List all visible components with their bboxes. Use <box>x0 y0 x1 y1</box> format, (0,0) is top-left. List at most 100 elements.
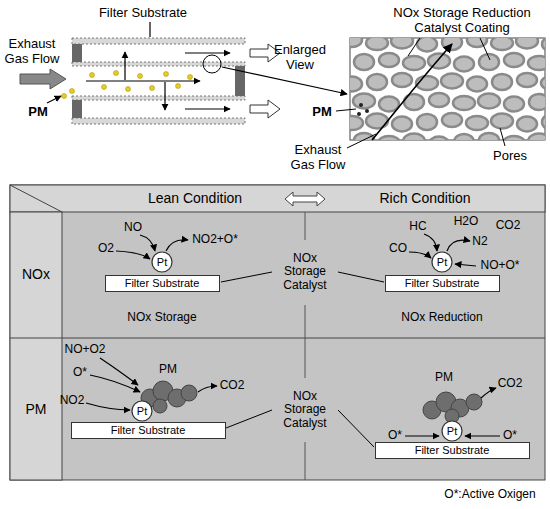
reaction-arrow <box>100 358 138 385</box>
label-text: O* <box>73 366 87 379</box>
catalyst-grain <box>467 77 487 92</box>
filter-wall <box>72 62 245 66</box>
inlet-arrow <box>20 69 66 89</box>
catalyst-grain <box>516 38 538 49</box>
table-header <box>10 185 545 212</box>
catalyst-grain <box>350 38 362 47</box>
catalyst-grain <box>528 134 545 141</box>
catalyst-circle: Pt <box>151 251 173 273</box>
label-text: PM <box>28 105 48 120</box>
catalyst-circle: Pt <box>131 400 153 422</box>
table-rule <box>10 185 545 338</box>
label-text: CO <box>389 242 407 255</box>
pm-particles <box>365 109 369 113</box>
catalyst-grain <box>541 76 545 90</box>
catalyst-grain <box>542 38 545 52</box>
enlarged-view <box>350 38 545 140</box>
filter-wall <box>72 96 245 100</box>
gas-flow-arrow <box>124 52 125 80</box>
box-label: Filter Substrate <box>111 424 186 437</box>
label-text: NOx Storage Reduction Catalyst Coating <box>387 6 537 35</box>
label-text: O2 <box>98 242 114 255</box>
reaction-arrow <box>86 403 130 410</box>
gas-flow-arrow <box>47 96 61 103</box>
pm-particles <box>102 85 107 90</box>
label-text: PM <box>159 363 177 376</box>
catalyst-grain <box>442 113 462 127</box>
catalyst-grain <box>504 53 524 67</box>
catalyst-grains <box>350 38 545 140</box>
zoom-circle <box>203 55 221 73</box>
reaction-arrow <box>465 435 500 436</box>
catalyst-grain <box>491 38 513 50</box>
box-label: Filter Substrate <box>125 277 200 290</box>
label-text: NO <box>124 221 142 234</box>
label-text: NOx Storage <box>127 311 196 324</box>
leader-line <box>408 38 420 56</box>
pm-particles <box>359 103 363 107</box>
reaction-arrow <box>198 386 217 392</box>
catalyst-grain <box>479 133 499 140</box>
label-text: HC <box>409 220 426 233</box>
gas-flow-arrow <box>47 22 230 110</box>
gas-flow-arrow <box>185 108 230 109</box>
catalyst-grain <box>366 114 388 129</box>
label-text: NO2 <box>60 394 85 407</box>
catalyst-grain <box>417 114 437 130</box>
catalyst-grain <box>479 54 499 70</box>
catalyst-grain <box>504 97 524 112</box>
catalyst-grain <box>453 96 475 110</box>
element-label: Pt <box>157 256 167 269</box>
reaction-arrow <box>481 388 496 398</box>
label-text: PM <box>435 371 453 384</box>
filter-wall <box>72 38 245 44</box>
label-text: NOx <box>22 267 50 283</box>
element-label: Pt <box>437 256 447 269</box>
double-arrow <box>285 192 325 206</box>
substrate-box: Filter Substrate <box>375 442 530 459</box>
label-text: H2O <box>454 215 479 228</box>
reaction-arrow <box>447 240 470 251</box>
catalyst-grain <box>403 134 425 141</box>
leader-line <box>336 109 356 111</box>
substrate-box: Filter Substrate <box>105 275 220 292</box>
catalyst-grain <box>350 116 363 130</box>
catalyst-grain <box>491 114 513 129</box>
table <box>10 185 545 480</box>
catalyst-grain <box>454 134 474 140</box>
pm-particles <box>62 71 193 99</box>
label-text: Pores <box>493 149 527 164</box>
label-text: PM <box>312 105 332 120</box>
label-text: N2 <box>472 235 487 248</box>
reaction-arrow <box>409 252 431 258</box>
pm-particles <box>176 84 181 89</box>
gas-flow-arrow <box>372 44 452 140</box>
pm-particles <box>126 87 131 92</box>
catalyst-grain <box>367 74 387 90</box>
catalyst-grain <box>466 116 488 130</box>
catalyst-circle: Pt <box>431 251 453 273</box>
pm-particles <box>114 71 119 76</box>
catalyst-grain <box>417 38 437 52</box>
reaction-arrow <box>166 240 188 251</box>
catalyst-grain <box>350 77 362 92</box>
catalyst-grain <box>429 93 449 107</box>
catalyst-grain <box>379 53 399 67</box>
label-text: Lean Condition <box>148 191 242 207</box>
pm-soot <box>153 399 167 413</box>
table-body <box>10 185 545 480</box>
catalyst-grain <box>429 137 449 141</box>
pm-particles <box>357 103 369 116</box>
reaction-arrow <box>424 234 437 251</box>
leader-line <box>347 134 376 148</box>
label-text: NO+O2 <box>64 343 105 356</box>
catalyst-grain <box>517 73 537 87</box>
substrate-box: Filter Substrate <box>385 275 500 292</box>
reaction-arrow <box>86 234 500 436</box>
pm-particles <box>138 74 143 79</box>
element-label: Pt <box>447 425 457 438</box>
label-text: Enlarged View <box>268 43 332 72</box>
pm-particles <box>188 75 193 80</box>
label-text: CO2 <box>498 377 523 390</box>
circle-outline <box>432 252 452 272</box>
